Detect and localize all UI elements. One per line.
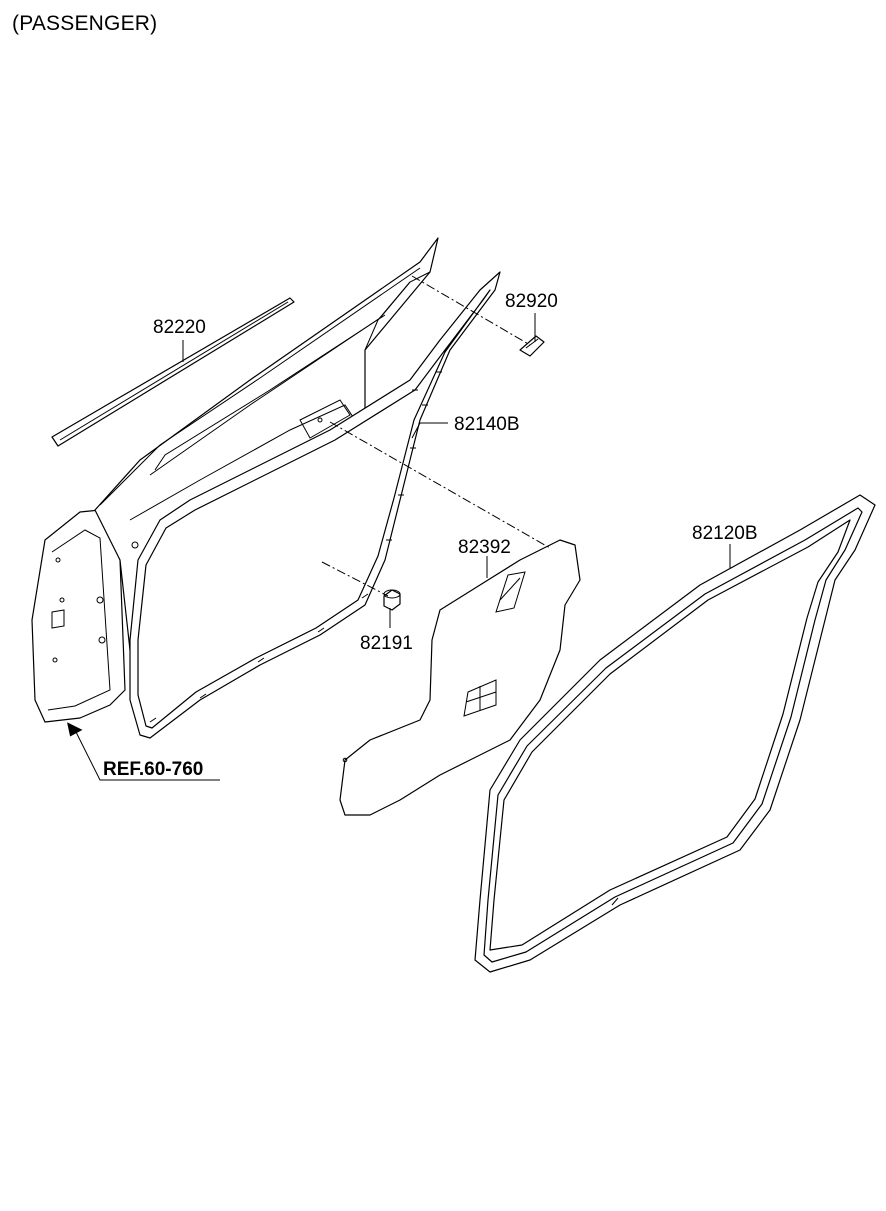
door-weatherstrip-82140B [129, 271, 501, 739]
alignment-lines [321, 275, 551, 597]
part-label-82920: 82920 [505, 291, 558, 312]
page-title: (PASSENGER) [12, 12, 158, 35]
body-weatherstrip-82120B [474, 494, 876, 973]
door-plug-82191 [383, 589, 401, 611]
part-label-82220: 82220 [153, 317, 206, 338]
sealing-cover-82392 [339, 539, 581, 816]
reference-label: REF.60-760 [103, 759, 203, 780]
belt-weatherstrip-82220 [51, 297, 295, 447]
part-label-82392: 82392 [458, 537, 511, 558]
part-label-82120B: 82120B [692, 523, 758, 544]
leader-lines [67, 313, 731, 781]
part-label-82140B: 82140B [454, 414, 520, 435]
part-label-82191: 82191 [360, 633, 413, 654]
clip-82920 [519, 335, 545, 357]
